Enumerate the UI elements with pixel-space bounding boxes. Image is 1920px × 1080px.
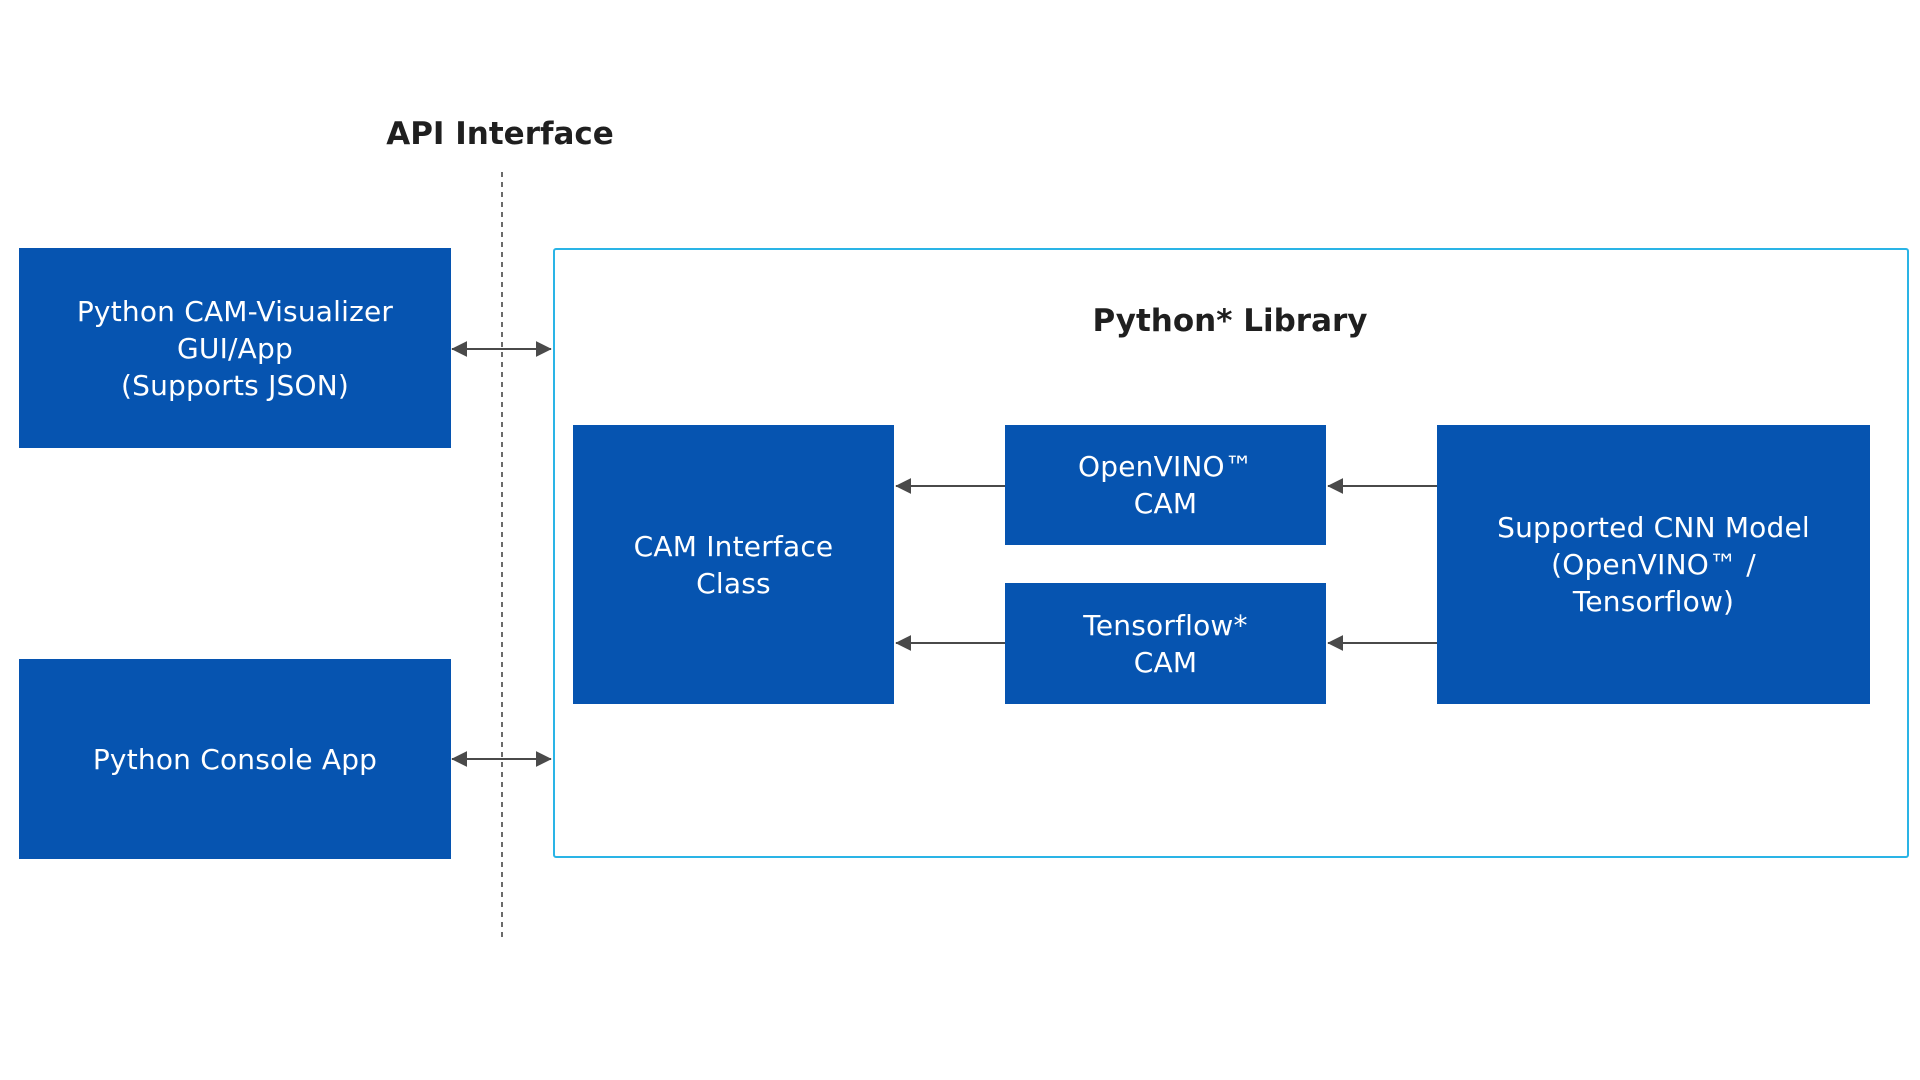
cam-interface-class-box: CAM Interface Class: [573, 425, 894, 704]
python-library-container: [553, 248, 1909, 858]
tensorflow-cam-box: Tensorflow* CAM: [1005, 583, 1326, 704]
python-cam-visualizer-gui-label: Python CAM-Visualizer GUI/App (Supports …: [76, 294, 394, 402]
openvino-cam-label: OpenVINO™ CAM: [1078, 450, 1253, 520]
python-console-app-label: Python Console App: [92, 742, 378, 776]
tensorflow-cam-label: Tensorflow* CAM: [1083, 608, 1248, 679]
supported-cnn-model-box: Supported CNN Model (OpenVINO™ / Tensorf…: [1437, 425, 1870, 704]
python-console-app-box: Python Console App: [19, 659, 451, 859]
supported-cnn-model-label: Supported CNN Model (OpenVINO™ / Tensorf…: [1497, 511, 1810, 618]
cam-interface-class-label: CAM Interface Class: [633, 529, 834, 600]
python-library-title: Python* Library: [1092, 303, 1368, 339]
openvino-cam-box: OpenVINO™ CAM: [1005, 425, 1326, 545]
api-interface-title: API Interface: [386, 116, 614, 152]
python-cam-visualizer-gui-box: Python CAM-Visualizer GUI/App (Supports …: [19, 248, 451, 448]
